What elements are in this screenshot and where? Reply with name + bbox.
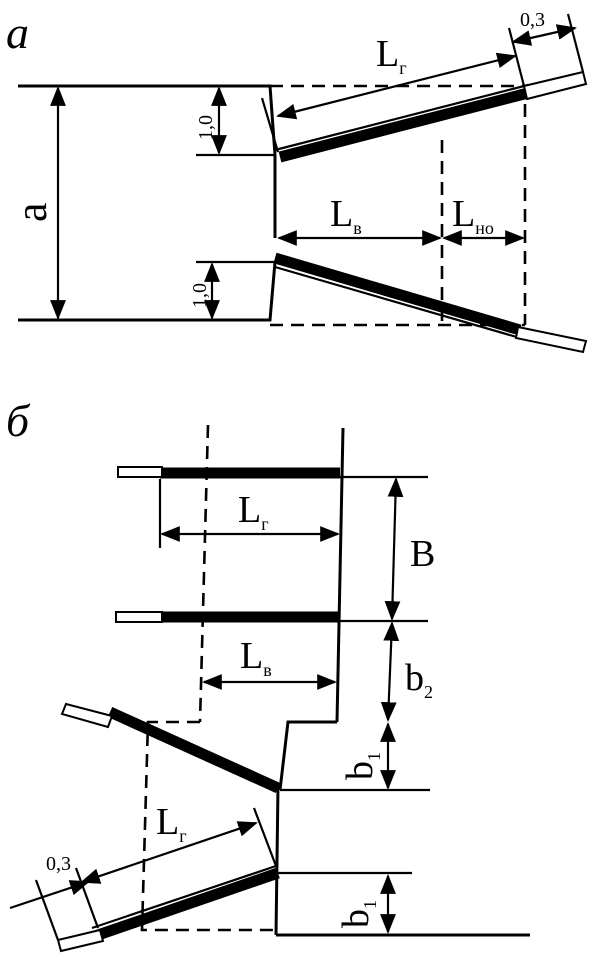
B-label: B: [410, 533, 435, 575]
panel-a-letter: а: [6, 7, 29, 58]
panel-b: б Lг Lв B b2 b1: [6, 395, 530, 953]
dim-03-label: 0,3: [520, 9, 545, 31]
upper-wing-bold: [278, 87, 530, 163]
lg-top-label: Lг: [238, 489, 269, 534]
dim-lower-label: 1,0: [189, 283, 211, 308]
dim-03b-line: [9, 880, 90, 910]
b1-upper-label: b1: [339, 752, 384, 780]
lno-label: Lно: [452, 193, 494, 238]
dim-b2-line: [380, 621, 400, 722]
dim-lg-bottom-line: [80, 821, 258, 884]
d03b-ext-left: [34, 879, 60, 941]
wall-top-edge: [18, 84, 277, 156]
lower-wing-edge: [274, 265, 521, 340]
dim-B-line: [384, 477, 404, 621]
dim-03-line: [511, 24, 577, 46]
b2-label: b2: [405, 657, 433, 702]
slant-upper-bold: [107, 706, 281, 794]
slant-lower-tip: [56, 928, 105, 953]
lg-label: Lг: [376, 33, 407, 78]
slant-upper-tip: [60, 702, 114, 729]
slant-lower-bold: [96, 867, 280, 941]
panel-b-letter: б: [6, 395, 31, 446]
lower-wing-bold: [273, 252, 522, 336]
lv-label: Lв: [240, 635, 272, 680]
wall-line-lower: [274, 785, 280, 936]
dim-lg-line: [276, 52, 517, 120]
top-wing-tip: [117, 466, 163, 478]
dim-03b-label: 0,3: [46, 853, 71, 875]
wall-step: [278, 720, 337, 791]
b1-lower-label: b1: [335, 900, 380, 928]
upper-wing-tip: [522, 70, 588, 101]
slant-lower-edge: [91, 864, 277, 930]
upper-wing-edge: [274, 83, 529, 152]
panel-a: а a 1,0 1,0 Lг 0: [6, 7, 588, 354]
d03-ext-right: [566, 13, 585, 73]
lower-wing-tip: [514, 325, 588, 354]
dim-a-label: a: [7, 202, 56, 222]
lg-bottom-ext: [252, 807, 278, 867]
d03b-ext-right: [74, 867, 100, 929]
wall-bottom-edge: [18, 261, 277, 322]
lg-ext-left: [260, 97, 280, 153]
dim-upper-label: 1,0: [195, 115, 217, 140]
lg-bottom-label: Lг: [156, 801, 187, 846]
lv-label: Lв: [330, 193, 362, 238]
mid-wing-tip: [115, 611, 163, 623]
